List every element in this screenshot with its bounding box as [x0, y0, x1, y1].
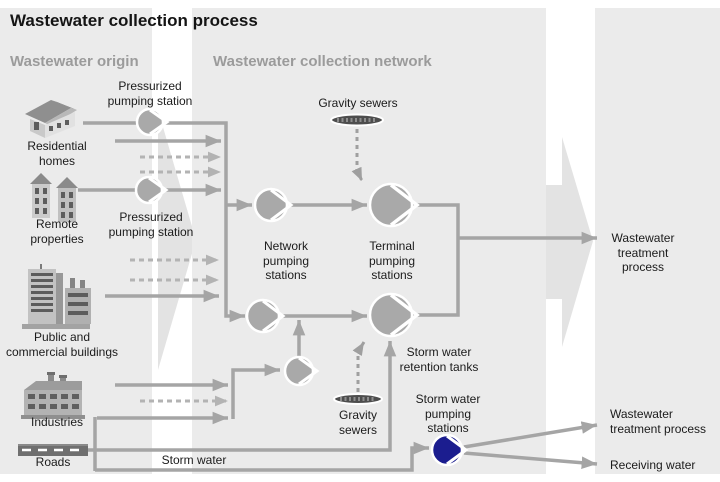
label-line: sewers: [338, 422, 378, 437]
label-line: pumping station: [108, 224, 194, 239]
label-industries: Industries: [31, 415, 83, 430]
pressurized-pump2-icon: [134, 175, 169, 205]
label-terminal-pumping-stations: Terminal pumping stations: [369, 239, 415, 283]
storm-pump-to-receiving: [463, 451, 598, 470]
label-line: pumping: [424, 406, 472, 421]
label-line: Storm water: [415, 392, 481, 406]
network-pump1-icon: [253, 187, 294, 223]
label-line: Wastewater: [610, 407, 673, 421]
label-line: Gravity: [338, 408, 378, 422]
gravity-drop-bottom: [352, 341, 366, 392]
label-line: Storm water: [161, 453, 227, 467]
remote-properties-icon: [30, 170, 80, 228]
label-line: retention tanks: [399, 359, 479, 374]
background-panel-right: [595, 8, 720, 474]
label-line: properties: [30, 231, 84, 246]
label-line: homes: [38, 153, 76, 168]
section-header-origin: Wastewater origin: [10, 53, 139, 70]
terminal-merge-bracket: [412, 203, 460, 317]
public-commercial-buildings-icon: [16, 264, 94, 335]
label-storm-water: Storm water: [162, 453, 227, 468]
label-line: Network: [263, 239, 308, 253]
terminal-pump1-icon: [368, 182, 420, 228]
collector2-to-pump3: [231, 363, 280, 419]
label-gravity-sewers-top: Gravity sewers: [318, 96, 397, 111]
watermark-arrow-left-icon: [158, 110, 192, 370]
pressurized-pump1-icon: [135, 107, 170, 137]
label-line: process: [621, 260, 665, 275]
label-line: treatment process: [610, 421, 707, 436]
label-pressurized-station1: Pressurized pumping station: [108, 79, 193, 108]
storm-pump-to-treatment: [463, 421, 598, 449]
label-wastewater-treatment-storm: Wastewater treatment process: [610, 407, 706, 436]
label-line: pumping: [368, 253, 416, 268]
storm-line-to-retention: [95, 341, 397, 452]
label-line: commercial buildings: [5, 344, 119, 359]
label-line: Wastewater: [611, 231, 675, 245]
label-roads: Roads: [36, 455, 71, 470]
industries-pump-icon: [283, 355, 320, 387]
label-line: Remote: [35, 217, 79, 231]
label-receiving-water: Receiving water: [610, 458, 695, 473]
label-line: Pressurized: [118, 79, 182, 93]
gravity-sewer-lines: [351, 129, 366, 392]
label-line: pumping: [262, 253, 310, 268]
label-line: Roads: [35, 455, 71, 469]
label-line: Receiving water: [610, 458, 696, 472]
label-network-pumping-stations: Network pumping stations: [263, 239, 309, 283]
label-line: pumping station: [107, 93, 193, 108]
label-line: Storm water: [406, 345, 472, 359]
label-line: Terminal: [369, 239, 415, 253]
background-band-left: [152, 8, 192, 474]
label-gravity-sewers-bottom: Gravity sewers: [339, 408, 377, 437]
label-public-commercial: Public and commercial buildings: [6, 330, 118, 359]
label-storm-pumping-stations: Storm water pumping stations: [416, 392, 481, 436]
label-storm-retention-tanks: Storm water retention tanks: [400, 345, 479, 374]
residential-homes-icon: [24, 96, 82, 145]
label-pressurized-station2: Pressurized pumping station: [109, 210, 194, 239]
network-pump2-icon: [245, 298, 286, 334]
storm-water-pump-icon: [430, 433, 469, 467]
page-title: Wastewater collection process: [10, 11, 258, 30]
label-residential-homes: Residential homes: [27, 139, 86, 168]
label-line: Gravity sewers: [318, 96, 398, 110]
terminal-pump2-icon: [368, 292, 420, 338]
label-line: stations: [265, 268, 307, 283]
industries-icon: [20, 372, 86, 425]
sewer-lines: [78, 121, 598, 472]
label-line: Residential: [27, 139, 87, 153]
gravity-sewers-top-icon: [330, 113, 384, 127]
section-header-network: Wastewater collection network: [213, 53, 432, 70]
gravity-sewers-bottom-icon: [333, 393, 383, 405]
dashed-sewer-lines: [130, 151, 228, 407]
storm-line-to-storm-pump: [95, 441, 429, 472]
label-remote-properties: Remote properties: [30, 217, 83, 246]
label-line: Public and: [33, 330, 91, 344]
gravity-drop-top: [351, 129, 364, 182]
roads-icon: [18, 444, 88, 456]
label-line: treatment: [617, 245, 669, 260]
watermark-arrow-right-icon: [546, 137, 593, 347]
label-line: Industries: [30, 415, 84, 429]
label-line: stations: [427, 421, 469, 436]
label-wastewater-treatment-main: Wastewater treatment process: [612, 231, 675, 275]
label-line: Pressurized: [119, 210, 183, 224]
label-line: stations: [371, 268, 413, 283]
roads-riser: [88, 417, 97, 471]
